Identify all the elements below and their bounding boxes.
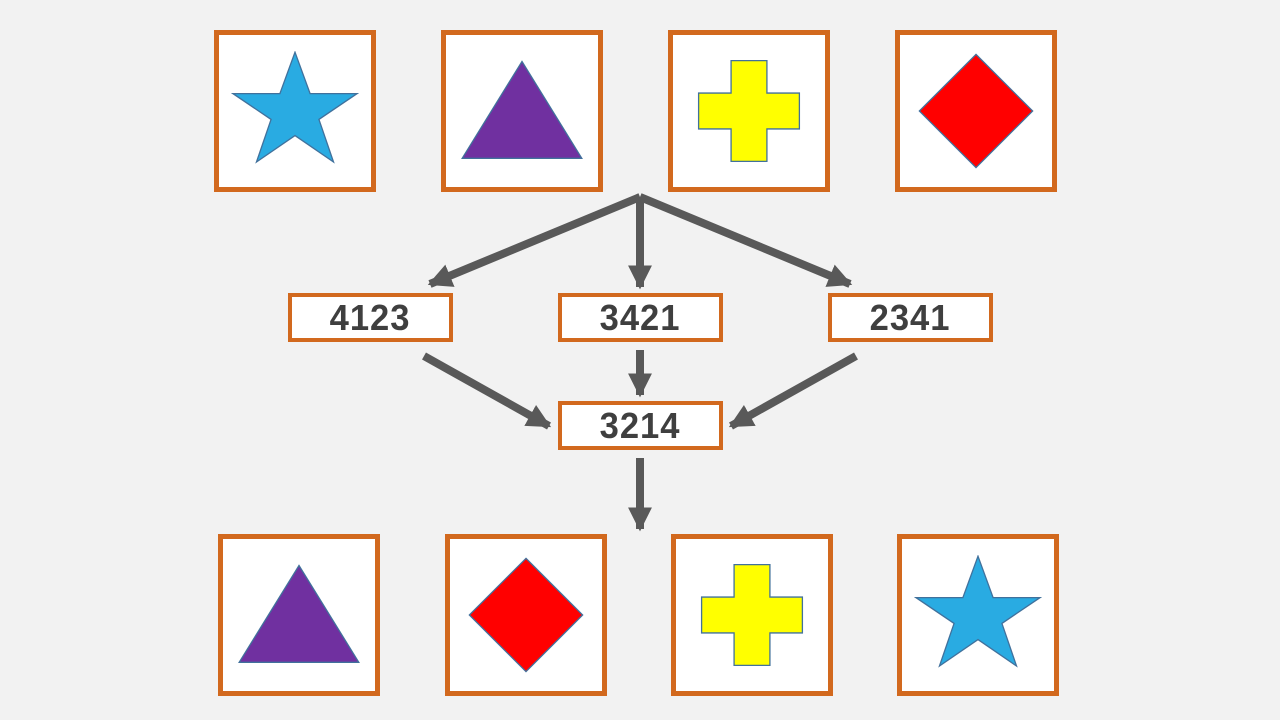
arrow-source-to-code-right <box>638 193 853 288</box>
shape-box-top-2 <box>441 30 603 192</box>
cross-icon <box>693 55 805 167</box>
triangle-icon <box>457 56 587 166</box>
shape-box-bottom-2 <box>445 534 607 696</box>
star-icon <box>231 51 359 171</box>
star-icon <box>914 555 1042 675</box>
diamond-icon <box>917 52 1035 170</box>
code-box-left: 4123 <box>288 293 453 342</box>
code-left-value: 4123 <box>330 296 411 338</box>
triangle-icon <box>234 560 364 670</box>
code-box-middle: 3421 <box>558 293 723 342</box>
shape-box-bottom-4 <box>897 534 1059 696</box>
shape-box-top-1 <box>214 30 376 192</box>
code-box-result: 3214 <box>558 401 723 450</box>
arrow-code-right-to-result <box>728 352 858 430</box>
shape-box-top-4 <box>895 30 1057 192</box>
shape-box-top-3 <box>668 30 830 192</box>
code-box-right: 2341 <box>828 293 993 342</box>
diamond-icon <box>467 556 585 674</box>
code-result-value: 3214 <box>600 404 681 446</box>
shape-box-bottom-3 <box>671 534 833 696</box>
arrow-code-left-to-result <box>422 352 552 430</box>
shape-box-bottom-1 <box>218 534 380 696</box>
code-middle-value: 3421 <box>600 296 681 338</box>
code-right-value: 2341 <box>870 296 951 338</box>
arrow-source-to-code-left <box>427 193 642 288</box>
cross-icon <box>696 559 808 671</box>
